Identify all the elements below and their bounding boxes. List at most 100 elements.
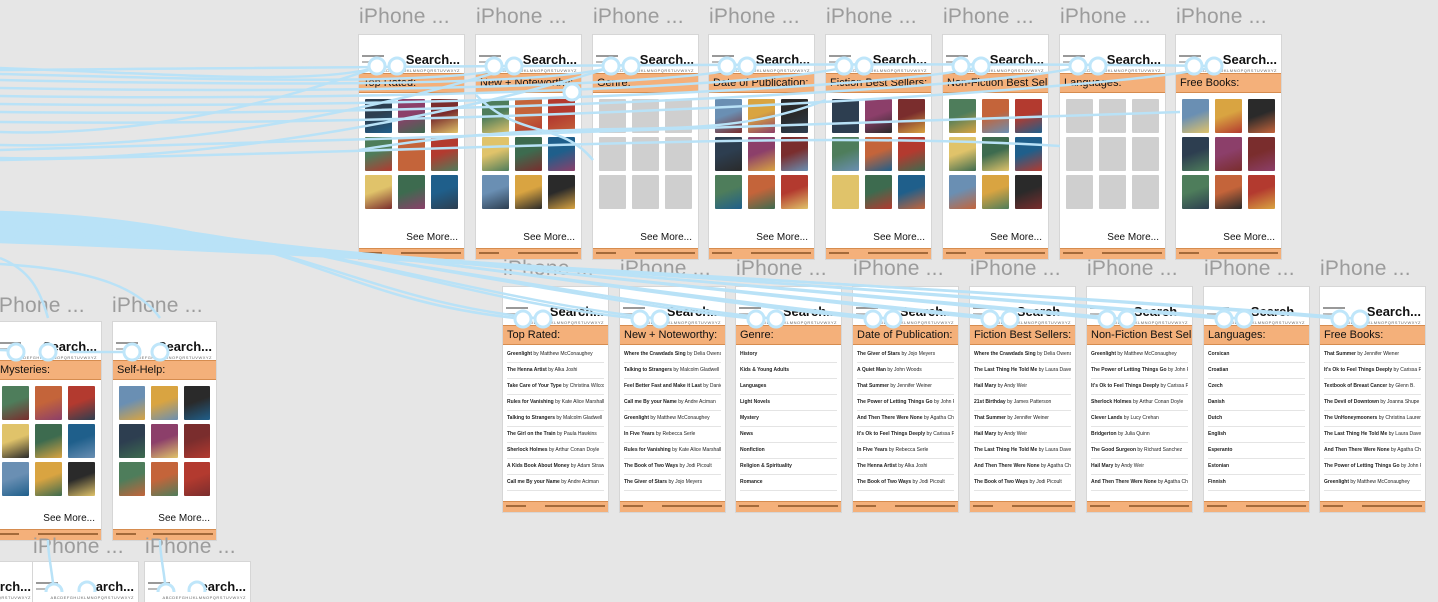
- footer-links[interactable]: [1246, 505, 1306, 507]
- list-item[interactable]: Call me By your Name by Andre Aciman: [624, 395, 721, 411]
- book-cover[interactable]: [982, 175, 1009, 209]
- category-tile[interactable]: [1132, 175, 1159, 209]
- book-cover[interactable]: [119, 386, 146, 420]
- category-tile[interactable]: [1099, 99, 1126, 133]
- search-button[interactable]: Search...: [549, 304, 604, 319]
- alphabet-index[interactable]: ABCDEFGHIJKLMNOPQRSTUVWXYZ: [128, 355, 212, 360]
- category-tile[interactable]: [632, 137, 659, 171]
- book-cover[interactable]: [748, 99, 775, 133]
- book-cover[interactable]: [183, 386, 210, 420]
- book-cover[interactable]: [68, 424, 95, 458]
- list-item[interactable]: Religion & Spirituality: [740, 459, 837, 475]
- book-cover[interactable]: [482, 175, 509, 209]
- book-cover[interactable]: [151, 386, 178, 420]
- list-item[interactable]: Talking to Strangers by Malcolm Gladwell: [624, 363, 721, 379]
- category-tile[interactable]: [599, 175, 626, 209]
- list-item[interactable]: The Good Surgeon by Richard Sanchez: [1091, 443, 1188, 459]
- book-cover[interactable]: [949, 175, 976, 209]
- category-tile[interactable]: [665, 99, 692, 133]
- list-item[interactable]: A Quiet Man by John Woods: [857, 363, 954, 379]
- book-cover[interactable]: [781, 175, 808, 209]
- book-cover[interactable]: [1215, 175, 1242, 209]
- frame-label[interactable]: iPhone ...: [1204, 257, 1295, 280]
- frame-label[interactable]: iPhone ...: [476, 5, 567, 28]
- list-item[interactable]: Dutch: [1208, 411, 1305, 427]
- category-tile[interactable]: [1099, 137, 1126, 171]
- book-cover[interactable]: [365, 137, 392, 171]
- list-item[interactable]: Hail Mary by Andy Weir: [1091, 459, 1188, 475]
- book-cover[interactable]: [183, 462, 210, 496]
- search-button[interactable]: Search...: [639, 52, 694, 67]
- footer-links[interactable]: [1012, 505, 1072, 507]
- frame-label[interactable]: iPhone ...: [970, 257, 1061, 280]
- list-item[interactable]: The Last Thing He Told Me by Laura Dave: [1324, 427, 1421, 443]
- frame-label[interactable]: iPhone ...: [943, 5, 1034, 28]
- search-button[interactable]: Search...: [1366, 304, 1421, 319]
- list-item[interactable]: The Girl on the Train by Paula Hawkins: [507, 427, 604, 443]
- see-more-link[interactable]: See More...: [990, 232, 1042, 243]
- frame-label[interactable]: iPhone ...: [1060, 5, 1151, 28]
- book-cover[interactable]: [151, 424, 178, 458]
- search-button[interactable]: Search...: [405, 52, 460, 67]
- list-item[interactable]: Greenlight by Matthew McConaughey: [1091, 347, 1188, 363]
- list-item[interactable]: Romance: [740, 475, 837, 491]
- category-tile[interactable]: [1132, 99, 1159, 133]
- frame-label[interactable]: iPhone ...: [853, 257, 944, 280]
- alphabet-index[interactable]: ABCDEFGHIJKLMNOPQRSTUVWXYZ: [13, 355, 97, 360]
- list-item[interactable]: Greenlight by Matthew McConaughey: [624, 411, 721, 427]
- see-more-link[interactable]: See More...: [158, 513, 210, 524]
- book-cover[interactable]: [898, 175, 925, 209]
- frame-label[interactable]: iPhone ...: [503, 257, 594, 280]
- list-item[interactable]: Czech: [1208, 379, 1305, 395]
- list-item[interactable]: Clever Lands by Lucy Crehan: [1091, 411, 1188, 427]
- footer-links[interactable]: [1102, 252, 1162, 254]
- list-item[interactable]: Call me By your Name by Andre Aciman: [507, 475, 604, 491]
- book-cover[interactable]: [68, 462, 95, 496]
- frame-label[interactable]: iPhone ...: [709, 5, 800, 28]
- footer-links[interactable]: [1129, 505, 1189, 507]
- alphabet-index[interactable]: ABCDEFGHIJKLMNOPQRSTUVWXYZ: [960, 68, 1044, 73]
- book-cover[interactable]: [865, 137, 892, 171]
- category-tile[interactable]: [1066, 137, 1093, 171]
- book-cover[interactable]: [865, 99, 892, 133]
- see-more-link[interactable]: See More...: [43, 513, 95, 524]
- frame-label[interactable]: iPhone ...: [0, 294, 85, 317]
- book-cover[interactable]: [1182, 99, 1209, 133]
- list-item[interactable]: And Then There Were None by Agatha Chris…: [974, 459, 1071, 475]
- alphabet-index[interactable]: ABCDEFGHIJKLMNOPQRSTUVWXYZ: [870, 320, 954, 325]
- alphabet-index[interactable]: ABCDEFGHIJKLMNOPQRSTUVWXYZ: [1337, 320, 1421, 325]
- search-button[interactable]: Search...: [872, 52, 927, 67]
- frame-label[interactable]: iPhone ...: [826, 5, 917, 28]
- list-item[interactable]: The Power of Letting Things Go by John P…: [1324, 459, 1421, 475]
- list-item[interactable]: And Then There Were None by Agatha Chris…: [1324, 443, 1421, 459]
- list-item[interactable]: Languages: [740, 379, 837, 395]
- book-cover[interactable]: [151, 462, 178, 496]
- see-more-link[interactable]: See More...: [523, 232, 575, 243]
- book-cover[interactable]: [35, 386, 62, 420]
- list-item[interactable]: It's Ok to Feel Things Deeply by Carissa…: [1091, 379, 1188, 395]
- search-button[interactable]: Search...: [0, 579, 31, 594]
- footer-links[interactable]: [401, 252, 461, 254]
- search-button[interactable]: Search...: [157, 339, 212, 354]
- category-tile[interactable]: [1066, 175, 1093, 209]
- list-item[interactable]: And Then There Were None by Agatha Chris…: [857, 411, 954, 427]
- category-tile[interactable]: [1099, 175, 1126, 209]
- list-item[interactable]: And Then There Were None by Agatha Chris…: [1091, 475, 1188, 491]
- search-button[interactable]: Search...: [989, 52, 1044, 67]
- alphabet-index[interactable]: ABCDEFGHIJKLMNOPQRSTUVWXYZ: [493, 68, 577, 73]
- book-cover[interactable]: [119, 462, 146, 496]
- footer-links[interactable]: [985, 252, 1045, 254]
- book-cover[interactable]: [1015, 99, 1042, 133]
- frame-label[interactable]: iPhone ...: [1320, 257, 1411, 280]
- list-item[interactable]: Estonian: [1208, 459, 1305, 475]
- book-cover[interactable]: [68, 386, 95, 420]
- book-cover[interactable]: [748, 137, 775, 171]
- book-cover[interactable]: [365, 175, 392, 209]
- list-item[interactable]: 21st Birthday by James Patterson: [974, 395, 1071, 411]
- list-item[interactable]: Rules for Vanishing by Kate Alice Marsha…: [624, 443, 721, 459]
- list-item[interactable]: Hail Mary by Andy Weir: [974, 379, 1071, 395]
- list-item[interactable]: History: [740, 347, 837, 363]
- book-cover[interactable]: [832, 137, 859, 171]
- book-cover[interactable]: [1248, 99, 1275, 133]
- see-more-link[interactable]: See More...: [1107, 232, 1159, 243]
